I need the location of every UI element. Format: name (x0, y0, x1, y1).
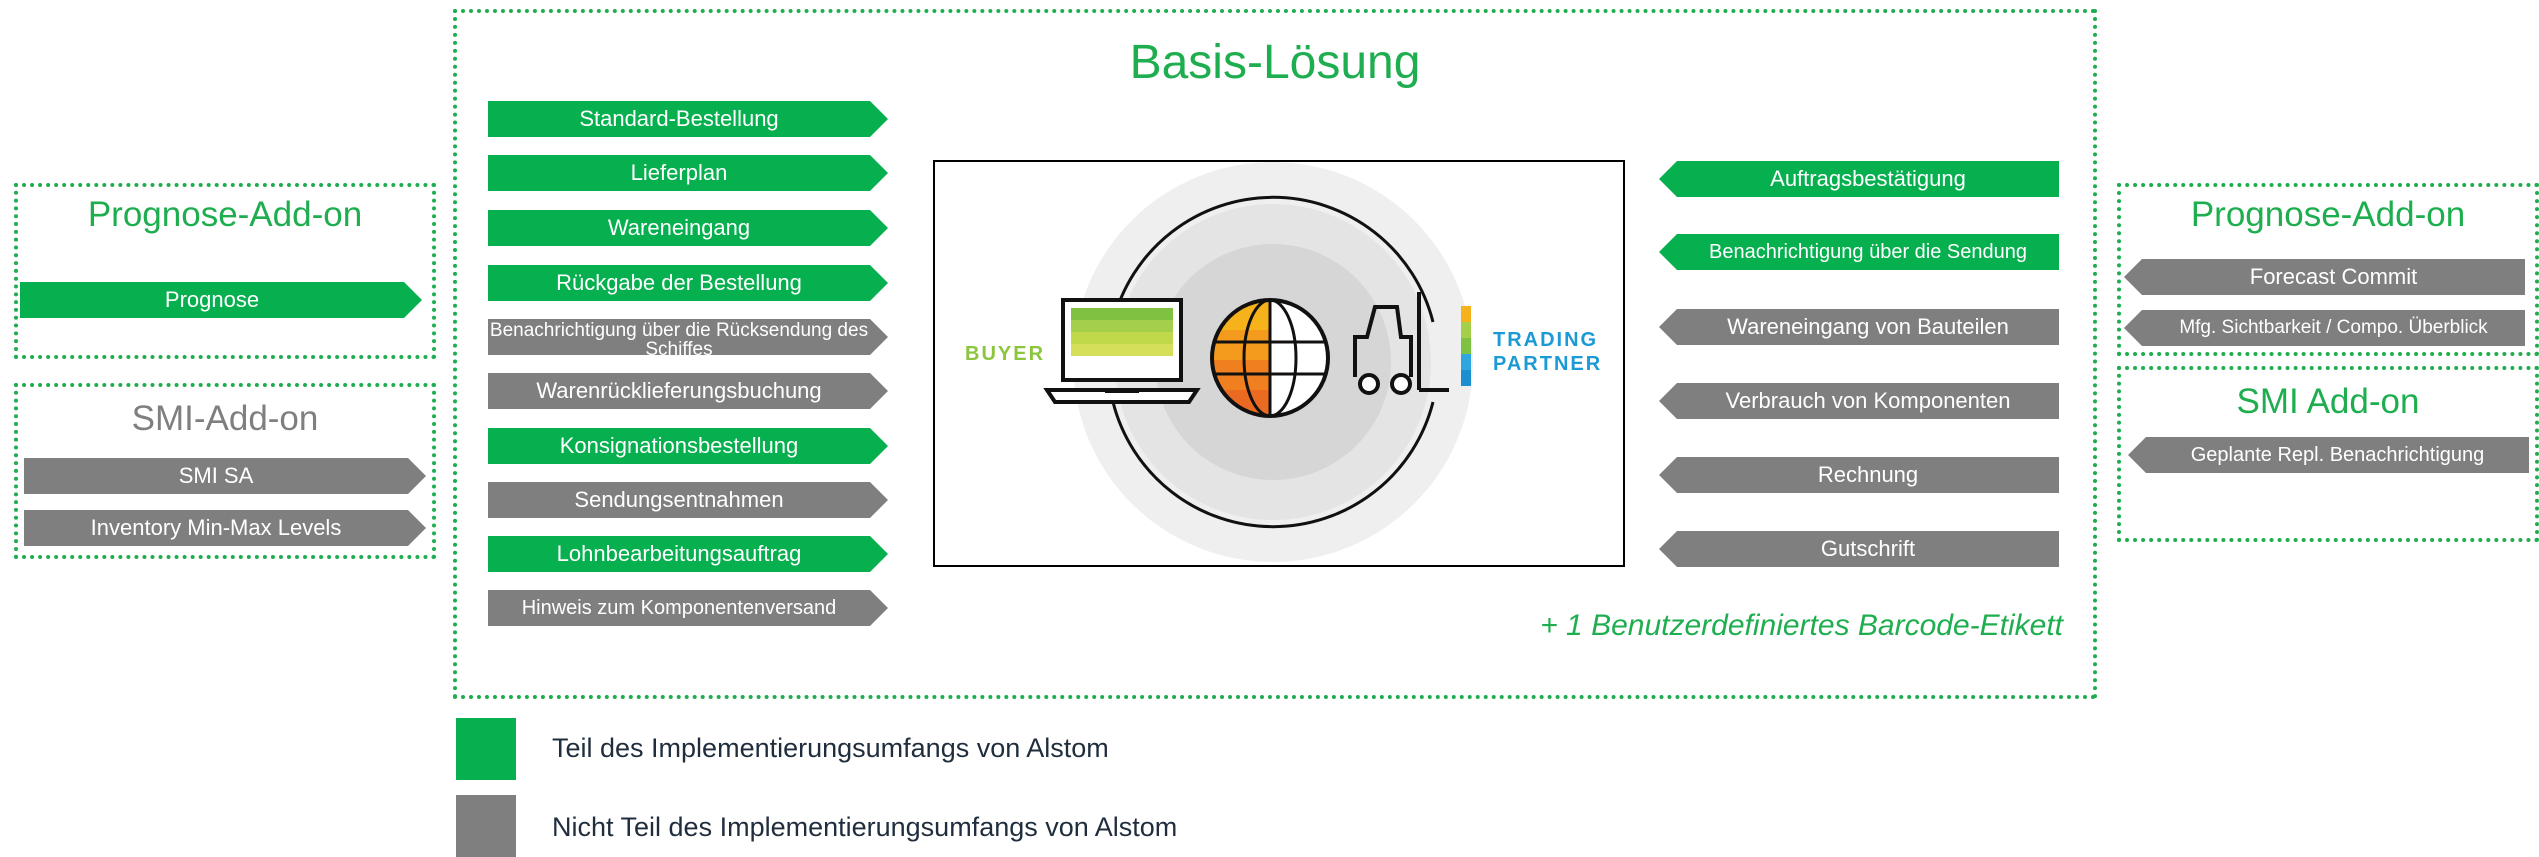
basis-left-item: Sendungsentnahmen (488, 482, 888, 518)
bottom-arc (1111, 401, 1435, 529)
basis-right-item: Verbrauch von Komponenten (1659, 383, 2059, 419)
basis-left-item: Lohnbearbeitungsauftrag (488, 536, 888, 572)
laptop-icon (1043, 298, 1201, 404)
basis-left-item: Benachrichtigung über die Rücksendung de… (488, 319, 888, 355)
basis-right-item: Auftragsbestätigung (1659, 161, 2059, 197)
top-arc (1111, 195, 1435, 323)
left-smi-addon-title: SMI-Add-on (131, 399, 319, 438)
basis-right-item: Gutschrift (1659, 531, 2059, 567)
right-prognose-item: Mfg. Sichtbarkeit / Compo. Überblick (2124, 310, 2525, 346)
legend-in-scope-swatch (456, 718, 516, 780)
partner-label: PARTNER (1493, 353, 1602, 375)
right-smi-addon-title: SMI Add-on (2236, 382, 2420, 421)
basis-left-item: Standard-Bestellung (488, 101, 888, 137)
right-prognose-addon-box: Prognose-Add-on (2117, 183, 2539, 356)
exchange-illustration: BUYER TRADING PARTNER (965, 162, 1602, 562)
partner-colorbar (1461, 306, 1471, 386)
left-prognose-addon-title: Prognose-Add-on (87, 195, 363, 234)
basis-left-item: Wareneingang (488, 210, 888, 246)
buyer-label: BUYER (965, 343, 1045, 365)
forklift-icon (1353, 292, 1449, 395)
legend-out-of-scope-label: Nicht Teil des Implementierungsumfangs v… (552, 812, 1178, 842)
custom-barcode-label-note: + 1 Benutzerdefiniertes Barcode-Etikett (1540, 609, 2063, 642)
basis-left-item: Warenrücklieferungsbuchung (488, 373, 888, 409)
left-prognose-addon-box: Prognose-Add-on (14, 183, 436, 359)
right-smi-item: Geplante Repl. Benachrichtigung (2128, 437, 2529, 473)
basis-solution-title: Basis-Lösung (1129, 36, 1421, 89)
left-smi-item: SMI SA (24, 458, 426, 494)
left-smi-addon-box: SMI-Add-on (14, 383, 436, 559)
basis-right-item: Rechnung (1659, 457, 2059, 493)
basis-left-item: Lieferplan (488, 155, 888, 191)
legend-in-scope-label: Teil des Implementierungsumfangs von Als… (552, 733, 1109, 763)
legend-out-of-scope-swatch (456, 795, 516, 857)
globe-icon (1210, 298, 1330, 418)
right-smi-addon-box: SMI Add-on (2117, 366, 2539, 542)
basis-left-item: Rückgabe der Bestellung (488, 265, 888, 301)
buyer-trading-partner-graphic: BUYER TRADING PARTNER (933, 160, 1625, 567)
trading-label: TRADING (1493, 329, 1598, 351)
left-smi-item: Inventory Min-Max Levels (24, 510, 426, 546)
right-prognose-addon-title: Prognose-Add-on (2190, 195, 2466, 234)
basis-right-item: Benachrichtigung über die Sendung (1659, 234, 2059, 270)
basis-left-item: Konsignationsbestellung (488, 428, 888, 464)
left-prognose-item: Prognose (20, 282, 422, 318)
right-prognose-item: Forecast Commit (2124, 259, 2525, 295)
basis-right-item: Wareneingang von Bauteilen (1659, 309, 2059, 345)
basis-left-item: Hinweis zum Komponentenversand (488, 590, 888, 626)
basis-solution-box: Basis-Lösung + 1 Benutzerdefiniertes Bar… (453, 9, 2097, 699)
